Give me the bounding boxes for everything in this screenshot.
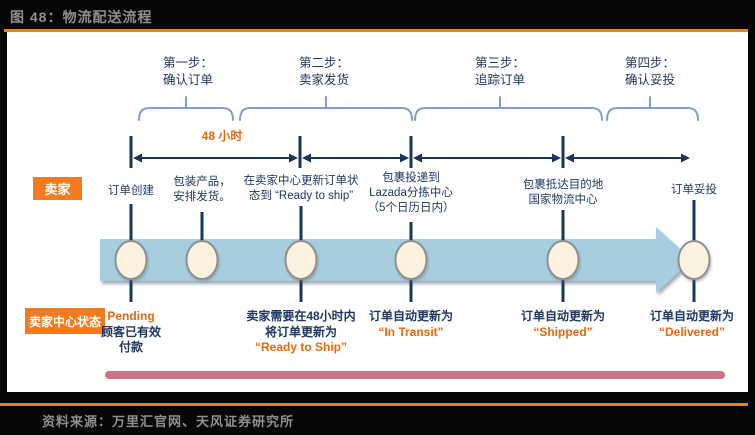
event-label-4: 包裹投递到 Lazada分拣中心 （5个日历日内） (367, 172, 455, 214)
event-label-1: 订单创建 (108, 185, 154, 197)
figure-header: 图 48：物流配送流程 (0, 0, 755, 29)
accent-rule-top (4, 29, 748, 32)
figure-title: 图 48：物流配送流程 (10, 9, 153, 25)
step-label-2: 第二步： 卖家发货 (298, 56, 349, 87)
status-label-2: 卖家需要在48小时内 将订单更新为 “Ready to Ship” (246, 309, 356, 354)
status-label-5: 订单自动更新为 “Delivered” (649, 309, 734, 339)
step-label-3: 第三步： 追踪订单 (474, 56, 525, 87)
seller-row-label: 卖家 (33, 177, 82, 200)
duration-label: 48 小时 (201, 129, 243, 143)
step-label-1: 第一步： 确认订单 (162, 56, 213, 87)
status-label-4: 订单自动更新为 “Shipped” (520, 309, 605, 339)
accent-rule-bottom (0, 403, 748, 406)
step-label-4: 第四步： 确认妥投 (624, 56, 675, 87)
event-label-2: 包装产品， 安排发货。 (173, 176, 231, 203)
event-label-3: 在卖家中心更新订单状 态到 “Ready to ship” (243, 175, 359, 202)
source-note: 资料来源：万里汇官网、天风证券研究所 (42, 414, 295, 429)
seller-center-status-row-label: 卖家中心状态 (25, 308, 105, 334)
divider-bar (105, 371, 725, 379)
event-label-6: 订单妥投 (671, 184, 717, 196)
status-label-3: 订单自动更新为 “In Transit” (368, 309, 453, 339)
status-label-1: Pending 顾客已有效 付款 (100, 309, 161, 354)
event-label-5: 包裹抵达目的地 国家物流中心 (522, 179, 604, 206)
